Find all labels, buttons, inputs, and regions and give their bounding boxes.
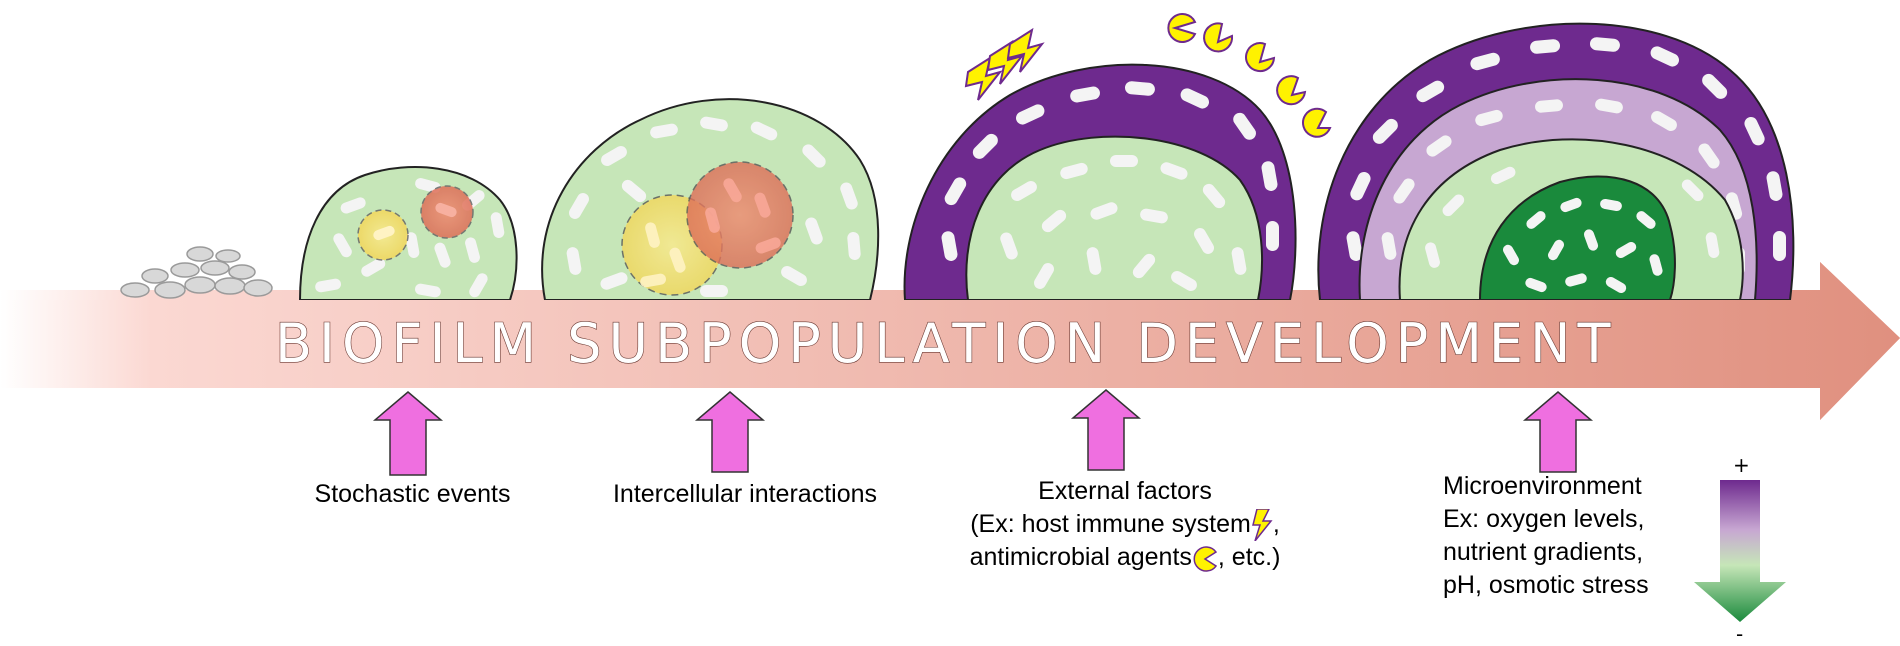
microenvironment-detail-1: Ex: oxygen levels, xyxy=(1443,505,1645,533)
lightning-bolt-icon xyxy=(1251,509,1273,542)
initial-cell-cluster xyxy=(120,246,273,299)
external-factors-line2: antimicrobial agents, etc.) xyxy=(969,543,1281,572)
external-factors-title: External factors xyxy=(1038,477,1212,505)
microenvironment-detail-3: pH, osmotic stress xyxy=(1443,571,1649,599)
biofilm-stage-3 xyxy=(903,13,1332,301)
up-arrow-icon xyxy=(694,391,766,473)
biofilm-stage-2 xyxy=(541,98,880,301)
biofilm-stage-1 xyxy=(298,166,518,301)
bacteria-cells-light xyxy=(1425,166,1720,268)
microenvironment-title: Microenvironment xyxy=(1443,472,1642,500)
bacteria-cells-outer xyxy=(1346,37,1786,261)
gradient-key-plus: + xyxy=(1733,453,1750,477)
stage-label-microenvironment: Microenvironment Ex: oxygen levels, nutr… xyxy=(1443,470,1683,602)
stage-label-intercellular: Intercellular interactions xyxy=(612,480,877,508)
microenvironment-detail-2: nutrient gradients, xyxy=(1443,538,1644,566)
bacteria-cells-inner xyxy=(1000,155,1247,291)
bacteria-cells-outer xyxy=(941,81,1279,261)
pacman-icon xyxy=(1167,13,1332,138)
stage-label-stochastic: Stochastic events xyxy=(314,480,511,508)
external-factors-line1: (Ex: host immune system, xyxy=(960,508,1290,542)
up-arrow-icon xyxy=(1070,389,1142,471)
gradient-key-arrow xyxy=(1694,480,1786,622)
biofilm-stage-4 xyxy=(1317,22,1795,301)
lightning-bolt-icon xyxy=(964,27,1045,101)
up-arrow-icon xyxy=(372,391,444,476)
bacteria-cells-core xyxy=(1503,197,1663,293)
pacman-icon xyxy=(1193,546,1217,572)
bacteria-cells xyxy=(566,116,861,297)
banner-title-text: BIOFILM SUBPOPULATION DEVELOPMENT xyxy=(275,312,1617,375)
stage-label-external: External factors (Ex: host immune system… xyxy=(960,475,1290,574)
development-arrow-overlay: BIOFILM SUBPOPULATION DEVELOPMENT xyxy=(0,262,1900,420)
bacteria-cells-middle xyxy=(1381,98,1745,275)
gradient-key-minus: - xyxy=(1736,622,1744,646)
up-arrow-icon xyxy=(1522,391,1594,473)
